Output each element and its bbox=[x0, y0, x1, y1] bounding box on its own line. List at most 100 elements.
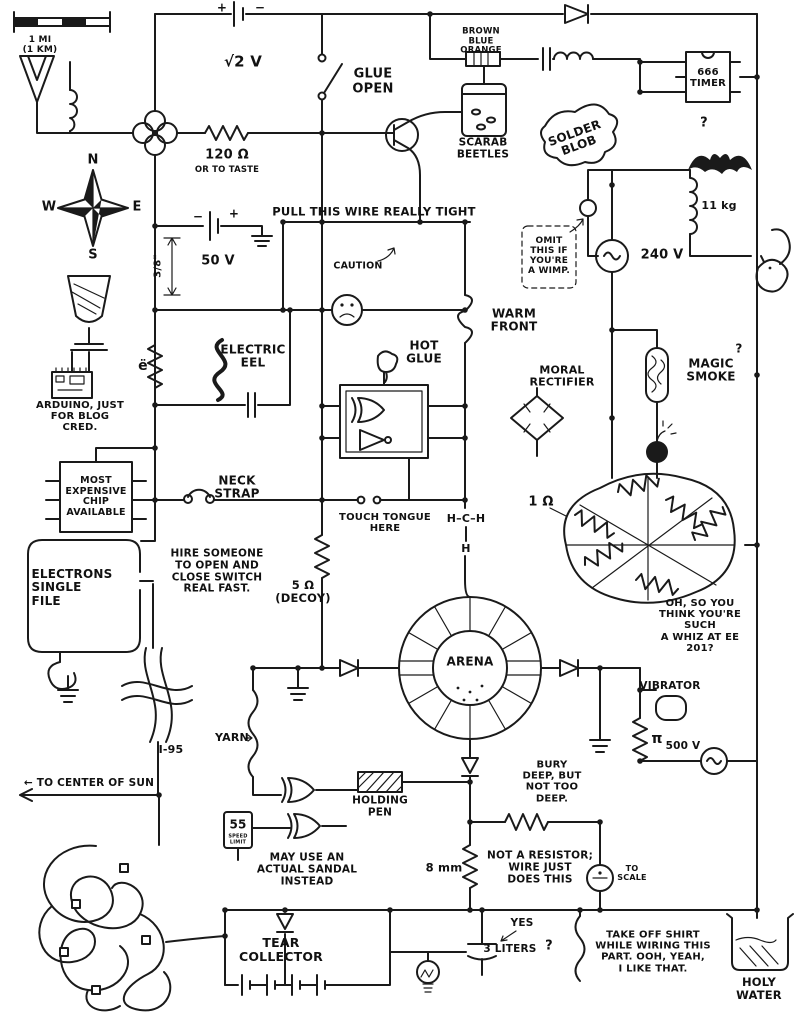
resistor-not-a-resistor bbox=[504, 813, 549, 831]
eel-label: ELECTRIC EEL bbox=[220, 342, 286, 370]
resistor-8mm bbox=[462, 844, 478, 889]
ground-arena-left bbox=[287, 687, 309, 701]
solder-blob-shape bbox=[540, 103, 619, 167]
vibrator-label: VIBRATOR bbox=[639, 680, 701, 693]
battery-plus-label: + bbox=[216, 0, 228, 15]
methane-top-label: H–C–H bbox=[446, 511, 486, 525]
bomb bbox=[646, 420, 677, 463]
flower-node bbox=[132, 110, 178, 156]
battery-50v bbox=[209, 211, 219, 241]
mm8-label: 8 mm bbox=[425, 860, 463, 875]
pi-label: π bbox=[651, 731, 663, 748]
caution-arrow bbox=[377, 247, 396, 262]
timer-666-chip bbox=[675, 51, 741, 103]
diode-arena-left bbox=[339, 659, 359, 677]
holding-pen-hatch bbox=[357, 771, 403, 793]
highway-interchange bbox=[121, 647, 193, 743]
logic-gate-box bbox=[339, 384, 429, 459]
squiggle-wire-bottom bbox=[574, 915, 586, 982]
scarab-jar bbox=[461, 65, 507, 137]
light-bulb bbox=[416, 960, 440, 993]
whiz-label: OH, SO YOU THINK YOU'RE SUCH A WHIZ AT E… bbox=[658, 598, 741, 654]
timer-label: 666 TIMER bbox=[689, 66, 727, 89]
warm-front-symbol bbox=[457, 294, 473, 344]
v500-label: 500 V bbox=[665, 740, 701, 753]
tongue-terminals bbox=[356, 495, 382, 505]
yarn-wire bbox=[245, 689, 259, 778]
v240-label: 240 V bbox=[640, 247, 684, 263]
electrons-label: ELECTRONS SINGLE FILE bbox=[31, 566, 113, 608]
resistor-120-note: OR TO TASTE bbox=[194, 165, 260, 176]
xor-gate-2 bbox=[287, 813, 321, 839]
junction-dots bbox=[152, 11, 760, 939]
inductor-coil-topleft bbox=[69, 89, 78, 132]
curl-ground bbox=[47, 661, 79, 703]
kg11-label: 11 kg bbox=[701, 198, 737, 212]
magic-smoke-label: MAGIC SMOKE bbox=[686, 356, 736, 384]
ground-50v bbox=[251, 235, 273, 247]
capacitor-top bbox=[542, 47, 551, 71]
liters-label: 3 LITERS bbox=[483, 943, 537, 956]
compass-e: E bbox=[132, 199, 142, 215]
battery-sqrt2 bbox=[233, 1, 244, 27]
xor-gate-1 bbox=[281, 777, 315, 803]
magic-smoke-capsule bbox=[645, 347, 669, 403]
capacitor-3l bbox=[467, 930, 517, 961]
compass-n: N bbox=[87, 152, 99, 168]
b50-label: 50 V bbox=[201, 253, 235, 269]
scarab-label: SCARAB BEETLES bbox=[456, 136, 510, 160]
moral-rectifier-bridge bbox=[510, 395, 564, 441]
inductor-top bbox=[553, 51, 594, 60]
diode-below-arena bbox=[461, 757, 479, 777]
to-scale-label: TO SCALE bbox=[617, 864, 647, 882]
arduino-label: ARDUINO, JUST FOR BLOG CRED. bbox=[36, 400, 124, 434]
magic-smoke-question: ? bbox=[735, 341, 743, 356]
b50-minus: − bbox=[192, 209, 204, 224]
speed-limit-sign bbox=[223, 811, 253, 849]
compass-s: S bbox=[88, 247, 98, 263]
electric-eel-shape bbox=[212, 338, 228, 402]
transistor bbox=[385, 111, 463, 223]
wires bbox=[19, 13, 758, 986]
holy-water-label: HOLY WATER bbox=[736, 975, 782, 1002]
squirrel bbox=[755, 228, 791, 293]
hire-label: HIRE SOMEONE TO OPEN AND CLOSE SWITCH RE… bbox=[170, 547, 264, 595]
take-shirt-label: TAKE OFF SHIRT WHILE WIRING THIS PART. O… bbox=[595, 929, 711, 975]
omit-wimp-box bbox=[521, 199, 597, 289]
sandal-label: MAY USE AN ACTUAL SANDAL INSTEAD bbox=[256, 851, 358, 887]
arena-colosseum bbox=[398, 596, 542, 740]
battery-row-bottom bbox=[241, 974, 326, 996]
moral-rectifier-label: MORAL RECTIFIER bbox=[529, 363, 595, 389]
bury-deep-label: BURY DEEP, BUT NOT TOO DEEP. bbox=[522, 759, 582, 805]
speed-limit-label: SPEED LIMIT bbox=[228, 833, 248, 845]
yarn-label: YARN bbox=[215, 730, 249, 744]
b50-plus: + bbox=[228, 206, 240, 221]
hot-glue-label: HOT GLUE bbox=[406, 338, 442, 366]
neck-strap-headphones bbox=[183, 488, 215, 504]
map-scale-bar bbox=[13, 11, 111, 33]
e-umlaut-label: ë bbox=[138, 358, 148, 375]
resistor-120 bbox=[204, 125, 249, 141]
warm-front-label: WARM FRONT bbox=[490, 306, 538, 334]
frowny-face bbox=[331, 294, 363, 326]
timer-question: ? bbox=[700, 115, 708, 131]
compass-w: W bbox=[41, 199, 57, 215]
diode-tear bbox=[276, 913, 294, 933]
neck-strap-label: NECK STRAP bbox=[214, 473, 260, 501]
diode-top bbox=[564, 4, 589, 24]
resistor-5ohm bbox=[314, 534, 330, 579]
arduino-board bbox=[51, 367, 93, 399]
compass-rose bbox=[57, 169, 129, 247]
capacitor-mid bbox=[247, 392, 256, 418]
liters-question: ? bbox=[545, 938, 553, 954]
switch-glue-open bbox=[317, 53, 343, 101]
holding-pen-label: HOLDING PEN bbox=[352, 794, 408, 818]
yes-label: YES bbox=[510, 917, 534, 930]
hot-glue-blob bbox=[376, 350, 399, 383]
ac-source-240 bbox=[595, 239, 629, 273]
trophy-goblet bbox=[67, 275, 111, 351]
omit-wimp-label: OMIT THIS IF YOU'RE A WIMP. bbox=[527, 235, 571, 277]
motor-to-scale bbox=[586, 864, 614, 892]
resistor-color-band bbox=[465, 51, 501, 67]
